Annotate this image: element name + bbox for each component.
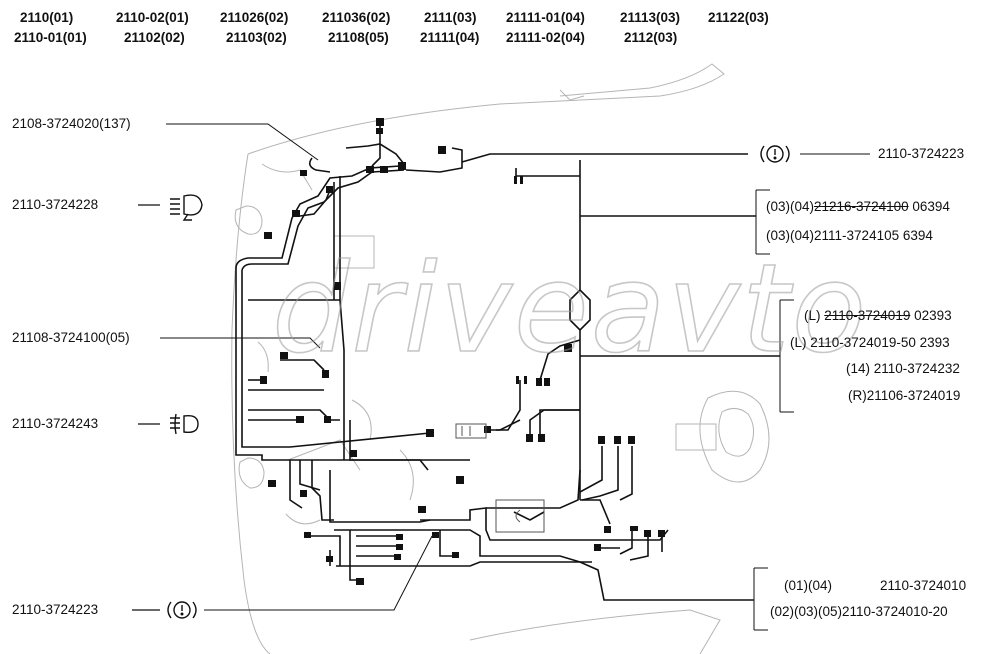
label-headlamp-harness: 2110-3724228 — [12, 197, 99, 212]
label-brake-harness-front: 2110-3724223 — [12, 602, 99, 617]
model-code: 2110-02(01) — [116, 10, 189, 25]
part-line: (R)21106-3724019 — [848, 388, 961, 403]
model-code: 2110(01) — [20, 10, 74, 25]
model-code: 211026(02) — [220, 10, 289, 25]
label-brake-harness-rear: 2110-3724223 — [878, 146, 965, 161]
obsolete-part-number: 2110-3724019 — [824, 308, 911, 323]
part-variant: (01)(04) — [784, 578, 833, 593]
harness-wires — [235, 124, 780, 601]
model-code: 211036(02) — [322, 10, 391, 25]
label-front-harness: 2108-3724020(137) — [12, 116, 131, 131]
part-suffix: 06394 — [908, 199, 950, 214]
model-code: 2110-01(01) — [14, 30, 87, 45]
components — [455, 423, 545, 533]
part-line: (L) 2110-3724019-50 2393 — [790, 335, 950, 350]
model-code: 21111-01(04) — [506, 10, 585, 25]
obsolete-part-number: 21216-3724100 — [814, 199, 909, 214]
leader-lines — [160, 123, 870, 631]
connectors — [260, 118, 665, 585]
part-suffix: 02393 — [910, 308, 952, 323]
model-code: 21113(03) — [620, 10, 681, 25]
part-line: (14) 2110-3724232 — [846, 361, 960, 376]
model-code: 21102(02) — [124, 30, 185, 45]
model-code: 21122(03) — [708, 10, 769, 25]
part-line: (03)(04)2111-3724105 6394 — [766, 228, 933, 243]
label-foglamp-harness: 2110-3724243 — [12, 416, 99, 431]
model-code: 21111-02(04) — [506, 30, 585, 45]
part-variant: (L) — [804, 308, 825, 323]
part-variant: (03)(04) — [766, 199, 815, 214]
model-code: 21111(04) — [420, 30, 480, 45]
part-line: (03)(04)21216-3724100 06394 — [766, 199, 950, 215]
icon-leaders — [132, 204, 160, 611]
car-body-outline — [231, 63, 770, 654]
label-main-harness: 21108-3724100(05) — [12, 330, 130, 345]
model-code: 21103(02) — [226, 30, 287, 45]
model-code: 2112(03) — [624, 30, 678, 45]
model-code: 21108(05) — [328, 30, 389, 45]
part-line: 2110-3724010 — [880, 578, 967, 593]
model-code: 2111(03) — [424, 10, 477, 25]
part-line: (L) 2110-3724019 02393 — [804, 308, 952, 324]
part-line: (02)(03)(05)2110-3724010-20 — [770, 604, 948, 619]
